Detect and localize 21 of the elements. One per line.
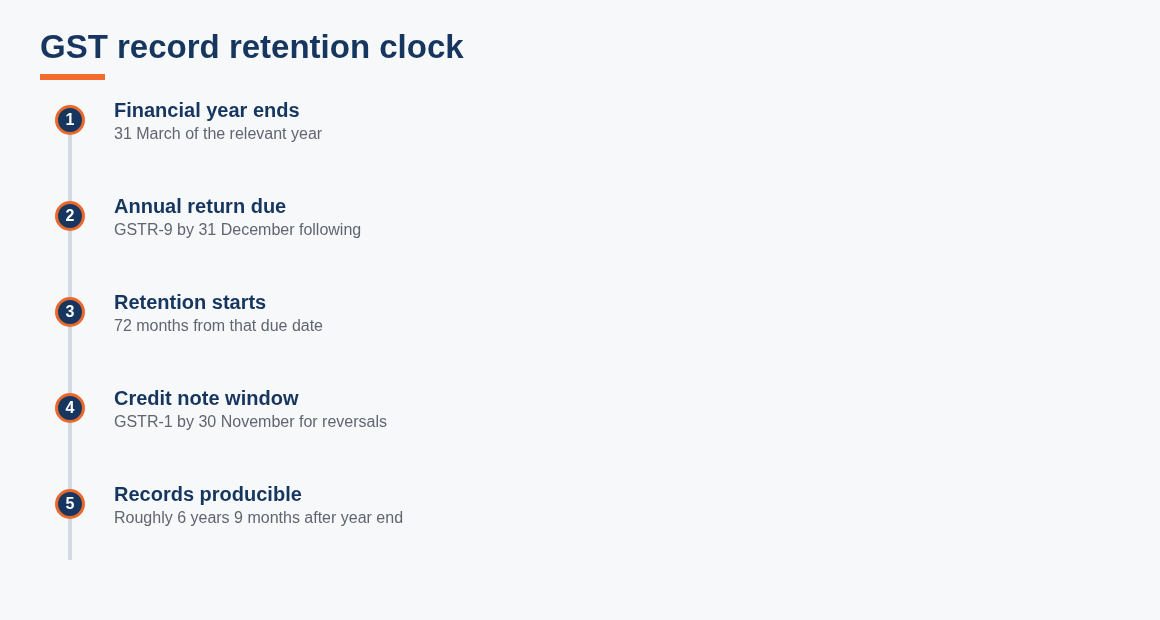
step-number-circle: 4 xyxy=(55,393,85,423)
step-number-circle: 1 xyxy=(55,105,85,135)
step-description: 72 months from that due date xyxy=(114,316,323,336)
step-heading: Records producible xyxy=(114,482,302,506)
step-number-circle: 5 xyxy=(55,489,85,519)
step-heading: Annual return due xyxy=(114,194,287,218)
step-description: GSTR-1 by 30 November for reversals xyxy=(114,412,387,432)
step-number-circle: 3 xyxy=(55,297,85,327)
title: GST record retention clock xyxy=(40,28,464,66)
timeline-line xyxy=(68,231,72,297)
timeline-line xyxy=(68,135,72,201)
step-description: Roughly 6 years 9 months after year end xyxy=(114,508,404,528)
timeline-line xyxy=(68,327,72,393)
step-description: 31 March of the relevant year xyxy=(114,124,323,144)
step-number-circle: 2 xyxy=(55,201,85,231)
step-description: GSTR-9 by 31 December following xyxy=(114,220,362,240)
timeline-line xyxy=(68,519,72,560)
step-heading: Credit note window xyxy=(114,386,299,410)
step-heading: Retention starts xyxy=(114,290,267,314)
timeline-line xyxy=(68,423,72,489)
step-heading: Financial year ends xyxy=(114,98,300,122)
